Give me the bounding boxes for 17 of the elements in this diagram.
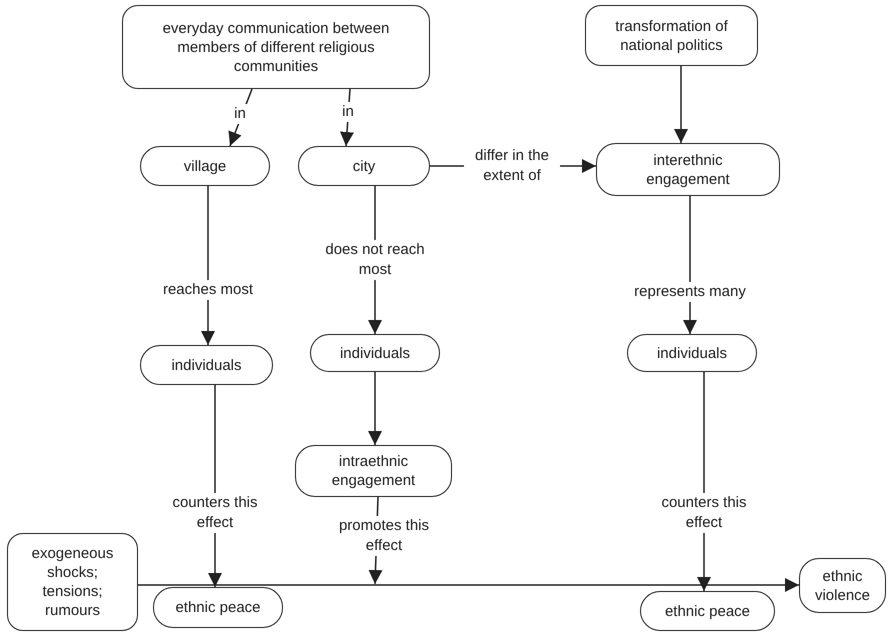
rounded-box: intraethnic engagement — [295, 445, 452, 497]
rounded-box: everyday communication between members of different religious communities — [122, 5, 430, 89]
rounded-box: ethnic peace — [640, 591, 775, 631]
rounded-box: exogeneous shocks; tensions; rumours — [7, 533, 138, 631]
rounded-box: individuals — [140, 345, 273, 385]
rounded-box: individuals — [310, 334, 440, 372]
rounded-box: city — [298, 146, 430, 186]
rounded-box: village — [140, 146, 270, 186]
arrow — [201, 186, 215, 345]
rounded-box: ethnic peace — [153, 587, 283, 628]
rounded-box: transformation of national politics — [585, 5, 758, 66]
rounded-box: ethnic violence — [799, 558, 886, 613]
arrow — [368, 372, 382, 445]
rounded-box: individuals — [627, 334, 757, 372]
rounded-box: interethnic engagement — [596, 143, 780, 196]
arrow — [138, 578, 799, 592]
arrow — [674, 66, 688, 143]
